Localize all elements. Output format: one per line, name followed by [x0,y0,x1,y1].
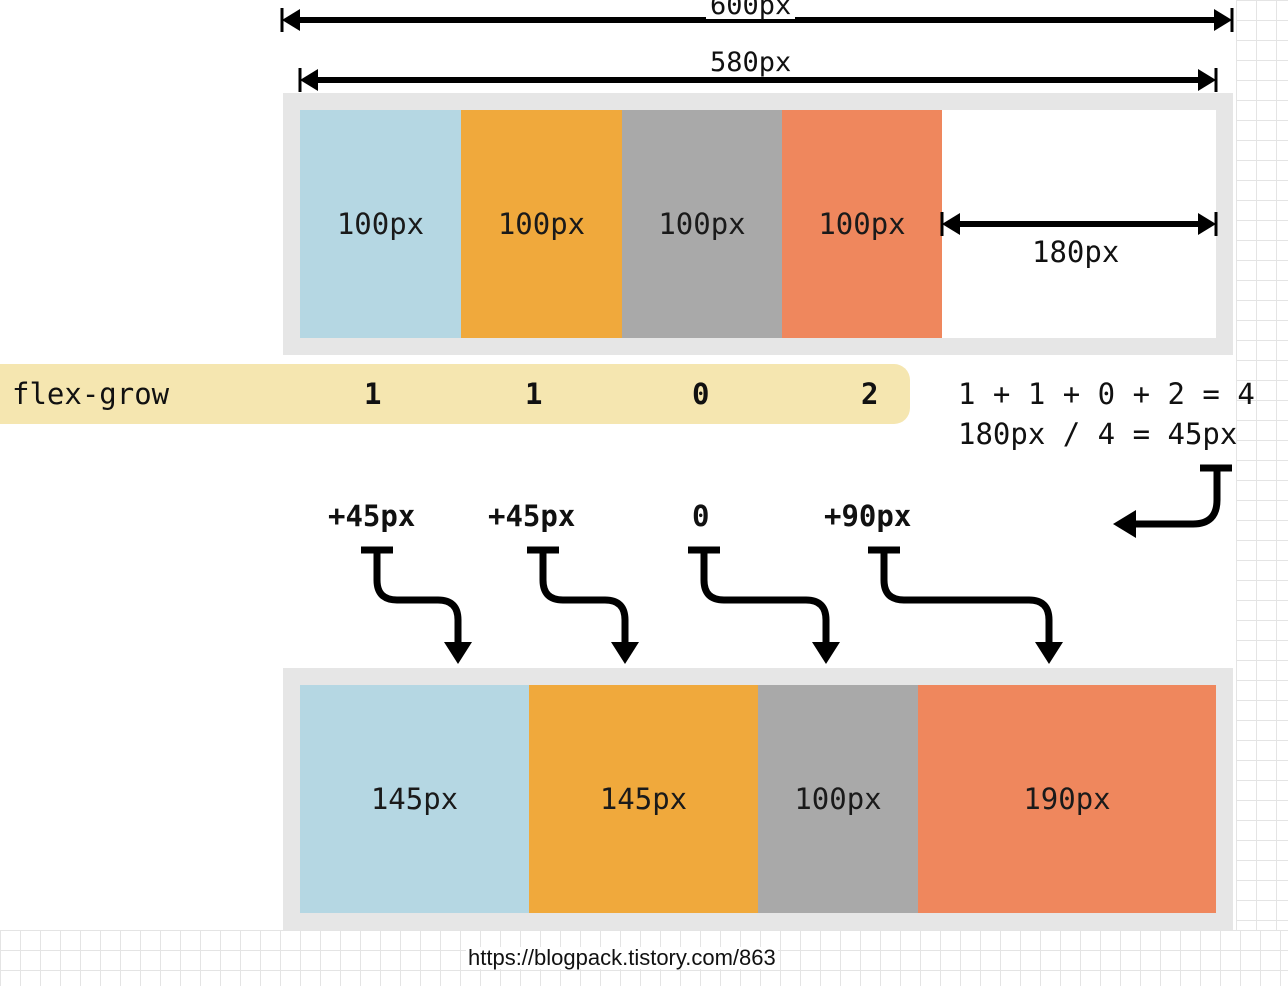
top-item-3: 100px [622,110,782,338]
increment-arrow-4 [868,546,1053,646]
top-item-2: 100px [461,110,622,338]
top-item-2-label: 100px [497,207,586,241]
top-item-1: 100px [300,110,461,338]
flex-grow-value-2: 1 [525,377,543,411]
calc-sum: 1 + 1 + 0 + 2 = 4 [958,377,1255,411]
free-space-label: 180px [1032,235,1120,269]
bottom-item-4-label: 190px [1023,782,1111,816]
grid-background-right [1236,0,1288,986]
flex-grow-value-4: 2 [861,377,879,411]
flex-grow-value-3: 0 [692,377,710,411]
grid-background-bottom [0,930,1288,986]
flex-grow-label: flex-grow [12,377,170,411]
return-arrow [1130,464,1232,528]
outer-width-arrow [280,8,1234,32]
inner-width-label: 580px [706,49,796,76]
top-item-3-label: 100px [658,207,746,241]
inner-width-arrow [298,68,1218,92]
bottom-item-2: 145px [529,685,758,913]
top-flex-container: 100px 100px 100px 100px [283,93,1233,355]
top-item-4-label: 100px [818,207,906,241]
bottom-item-2-label: 145px [599,782,688,816]
flex-grow-row [0,364,910,424]
bottom-item-3: 100px [758,685,918,913]
increment-3: 0 [692,499,710,533]
source-url: https://blogpack.tistory.com/863 [466,945,778,970]
bottom-item-4: 190px [918,685,1216,913]
top-item-1-label: 100px [336,207,425,241]
increment-arrow-1 [361,546,462,646]
increment-1: +45px [328,499,416,533]
bottom-item-3-label: 100px [794,782,882,816]
increment-arrow-3 [688,546,830,646]
increment-2: +45px [488,499,576,533]
increment-arrow-2 [527,546,629,646]
top-item-4: 100px [782,110,942,338]
bottom-flex-container: 145px 145px 100px 190px [283,668,1233,930]
flex-grow-value-1: 1 [364,377,382,411]
bottom-item-1: 145px [300,685,529,913]
increment-4: +90px [824,499,912,533]
free-space-arrow [940,212,1218,236]
calc-division: 180px / 4 = 45px [958,417,1238,451]
bottom-item-1-label: 145px [370,782,459,816]
outer-width-label: 600px [706,0,796,19]
